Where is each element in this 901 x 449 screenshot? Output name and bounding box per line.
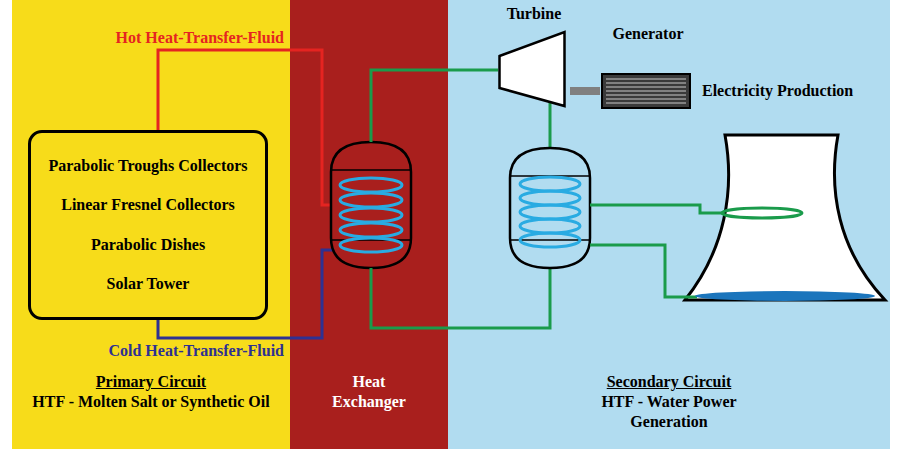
generator-body <box>602 74 690 108</box>
generator-winding <box>606 86 686 88</box>
turbine-body <box>500 32 565 106</box>
band-caption: Primary CircuitHTF - Molten Salt or Synt… <box>12 372 290 412</box>
water-basin <box>695 291 875 301</box>
circuit-band: TurbineGeneratorSecondary CircuitHTF - W… <box>448 0 890 449</box>
generator-winding <box>606 102 686 104</box>
generator-winding <box>606 82 686 84</box>
fluid-pipe <box>448 69 498 72</box>
primary-panel <box>12 0 290 449</box>
cooling-tower <box>685 135 885 300</box>
condenser-coil <box>520 177 580 247</box>
generator-winding <box>606 78 686 80</box>
exchanger-band: Heat Exchanger <box>290 0 448 449</box>
collector-type: Solar Tower <box>107 274 190 294</box>
drive-shaft <box>570 87 600 95</box>
exhaust-pipe <box>549 102 552 148</box>
turbine-symbol: Turbine <box>498 4 570 108</box>
generator-winding <box>606 90 686 92</box>
circuit-description: HTF - Water Power Generation <box>600 392 738 432</box>
generator-winding <box>606 94 686 96</box>
steam-pipe <box>371 70 448 142</box>
flow-label: Cold Heat-Transfer-Fluid <box>106 342 286 360</box>
output-label: Electricity Production <box>702 81 853 101</box>
band-caption: Secondary CircuitHTF - Water Power Gener… <box>448 372 890 432</box>
band-caption: Heat Exchanger <box>290 372 448 412</box>
circuit-description: Heat Exchanger <box>324 372 414 412</box>
cooling-return-pipe <box>590 245 697 297</box>
generator-symbol: Generator <box>600 24 696 110</box>
collector-type: Linear Fresnel Collectors <box>61 195 235 215</box>
cold-pipe <box>290 250 342 338</box>
collector-type: Parabolic Troughs Collectors <box>48 156 247 176</box>
collector-type: Parabolic Dishes <box>91 235 205 255</box>
cooling-water-pipe <box>590 205 722 213</box>
circuit-description: HTF - Molten Salt or Synthetic Oil <box>32 392 269 412</box>
secondary-panel <box>448 0 890 449</box>
exchanger-vessel <box>331 142 411 268</box>
circuit-band: Parabolic Troughs CollectorsLinear Fresn… <box>12 0 290 449</box>
exchanger-coil <box>340 178 402 252</box>
condenser-vessel <box>510 148 590 268</box>
flow-label: Hot Heat-Transfer-Fluid <box>114 29 286 47</box>
component-label: Turbine <box>498 4 570 24</box>
circuit-heading: Primary Circuit <box>96 372 206 392</box>
fluid-pipe <box>158 50 290 130</box>
fluid-pipe <box>158 320 290 338</box>
collector-box: Parabolic Troughs CollectorsLinear Fresn… <box>28 130 268 320</box>
vessel-seam <box>510 239 590 241</box>
vessel-seam <box>331 169 411 171</box>
component-label: Generator <box>600 24 696 44</box>
spray-ring <box>722 208 802 218</box>
water-return-pipe <box>371 268 550 328</box>
circuit-heading: Secondary Circuit <box>607 372 732 392</box>
generator-winding <box>606 98 686 100</box>
exchanger-panel <box>290 0 448 449</box>
